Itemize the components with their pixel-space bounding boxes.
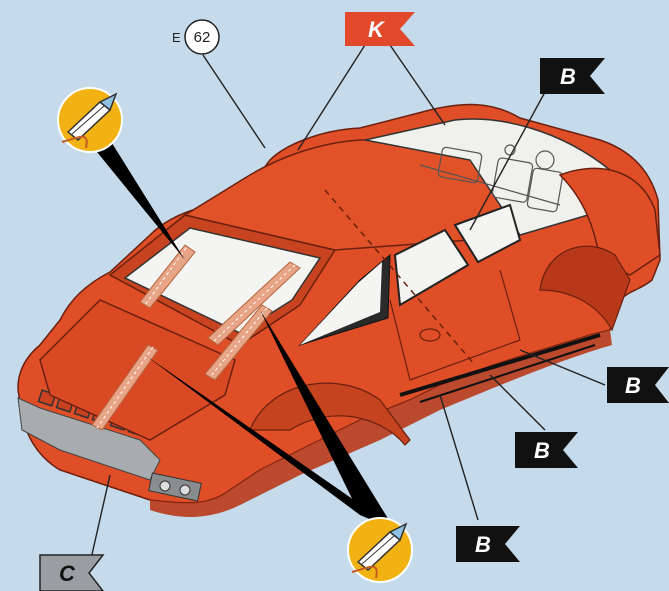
flag-b-top-letter: B bbox=[560, 64, 576, 89]
flag-k-letter: K bbox=[368, 17, 386, 42]
reference-number: 62 bbox=[194, 29, 211, 46]
flag-b-bottom-letter: B bbox=[475, 532, 491, 557]
flag-b-right-letter: B bbox=[625, 373, 641, 398]
reference-prefix: E bbox=[172, 30, 181, 45]
flag-b-middle-letter: B bbox=[534, 438, 550, 463]
flag-c-letter: C bbox=[59, 561, 76, 586]
craft-knife-icon bbox=[58, 88, 122, 152]
craft-knife-icon bbox=[348, 518, 412, 582]
